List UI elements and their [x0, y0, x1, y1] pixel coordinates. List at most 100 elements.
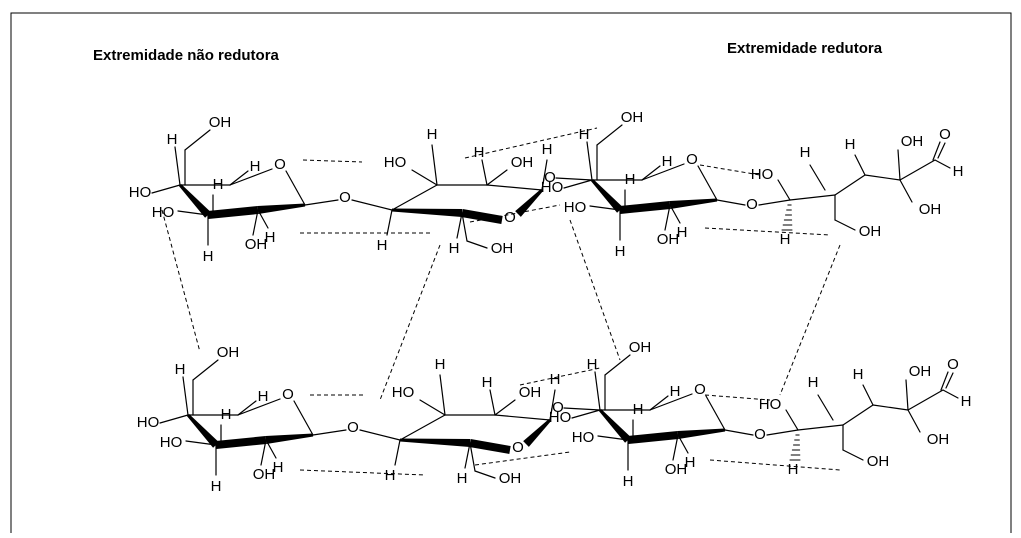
glycosidic-oxygen: O: [552, 399, 564, 416]
glycosidic-bond: [304, 199, 339, 206]
bond: [664, 204, 671, 231]
bond: [597, 435, 629, 441]
bold-bond: [178, 183, 211, 218]
chain-bond: [899, 159, 936, 181]
atom-h: H: [273, 459, 284, 476]
hydrogen-bond: [474, 451, 571, 466]
atom-oh: OH: [629, 339, 652, 356]
bond: [672, 434, 679, 461]
atom-h: H: [670, 383, 681, 400]
atom-h: H: [579, 126, 590, 143]
bond: [466, 240, 488, 249]
ring-bond: [649, 393, 693, 411]
bold-bond: [461, 209, 503, 224]
ring-bond: [229, 168, 273, 186]
double-bond: [945, 372, 954, 389]
bond: [563, 179, 593, 189]
ring-bond: [237, 398, 281, 416]
double-bond: [937, 142, 946, 159]
chain-bond: [789, 194, 836, 201]
atom-oh: OH: [919, 201, 942, 218]
glycosidic-bond: [351, 199, 393, 211]
bond: [177, 210, 209, 216]
bold-bond: [215, 436, 267, 449]
glycosidic-bond: [541, 177, 545, 191]
glycosidic-bond: [716, 199, 746, 206]
non-reducing-end-label: Extremidade não redutora: [93, 47, 279, 64]
glycosidic-oxygen: O: [347, 419, 359, 436]
atom-h: H: [167, 131, 178, 148]
bond: [159, 414, 189, 424]
atom-h: H: [250, 158, 261, 175]
bold-bond: [257, 203, 306, 214]
atom-h: H: [633, 401, 644, 418]
bond: [260, 439, 267, 466]
atom-h: H: [677, 224, 688, 241]
atom-h: H: [587, 356, 598, 373]
atom-h: H: [550, 371, 561, 388]
atom-h: H: [221, 406, 232, 423]
atom-oh: OH: [499, 470, 522, 487]
ring-oxygen: O: [694, 381, 706, 398]
bold-bond: [590, 178, 623, 213]
bond: [185, 440, 217, 446]
atom-h: H: [623, 473, 634, 490]
bond: [431, 144, 438, 186]
ring-bond: [399, 414, 446, 441]
bond: [594, 371, 601, 411]
atom-oh: OH: [511, 154, 534, 171]
atom-oh: OH: [491, 240, 514, 257]
ring-bond: [641, 163, 685, 181]
hydrogen-bond: [569, 219, 621, 361]
atom-ho: HO: [160, 434, 183, 451]
atom-oh: OH: [657, 231, 680, 248]
bold-bond: [469, 439, 511, 454]
ring-bond: [494, 414, 551, 421]
atom-h: H: [482, 374, 493, 391]
bond: [934, 159, 951, 169]
glycosidic-bond: [555, 177, 593, 181]
glycosidic-oxygen: O: [746, 196, 758, 213]
ring-bond: [486, 184, 543, 191]
bond: [907, 409, 921, 433]
bond: [905, 379, 909, 411]
bold-bond: [627, 431, 679, 444]
hydrogen-bond: [464, 127, 598, 159]
atom-oh: OH: [665, 461, 688, 478]
bond: [411, 169, 438, 186]
hydrogen-bond: [704, 394, 771, 401]
bond: [586, 141, 593, 181]
aldehyde-oxygen: O: [939, 126, 951, 143]
glycosidic-bond: [549, 407, 553, 421]
bond: [809, 164, 826, 191]
ring-bond: [391, 184, 438, 211]
bond: [489, 389, 496, 416]
atom-ho: HO: [549, 409, 572, 426]
atom-h: H: [780, 231, 791, 248]
bond: [641, 165, 661, 181]
atom-oh: OH: [621, 109, 644, 126]
atom-h: H: [203, 248, 214, 265]
bond: [151, 184, 181, 194]
bond: [842, 449, 864, 461]
bold-bond: [391, 208, 463, 217]
atom-h: H: [953, 163, 964, 180]
bond: [777, 179, 791, 201]
bold-bond: [515, 188, 544, 217]
bold-bond: [265, 433, 314, 444]
bond: [486, 169, 508, 186]
bold-bond: [207, 206, 259, 219]
glycosidic-bond: [724, 429, 754, 436]
bond: [184, 129, 211, 151]
atom-h: H: [457, 470, 468, 487]
bond: [461, 212, 468, 242]
glycosidic-bond: [563, 407, 601, 411]
atom-h: H: [615, 243, 626, 260]
atom-ho: HO: [541, 179, 564, 196]
bond: [474, 470, 496, 479]
ring-oxygen: O: [282, 386, 294, 403]
atom-ho: HO: [384, 154, 407, 171]
hydrogen-bond: [699, 164, 761, 176]
